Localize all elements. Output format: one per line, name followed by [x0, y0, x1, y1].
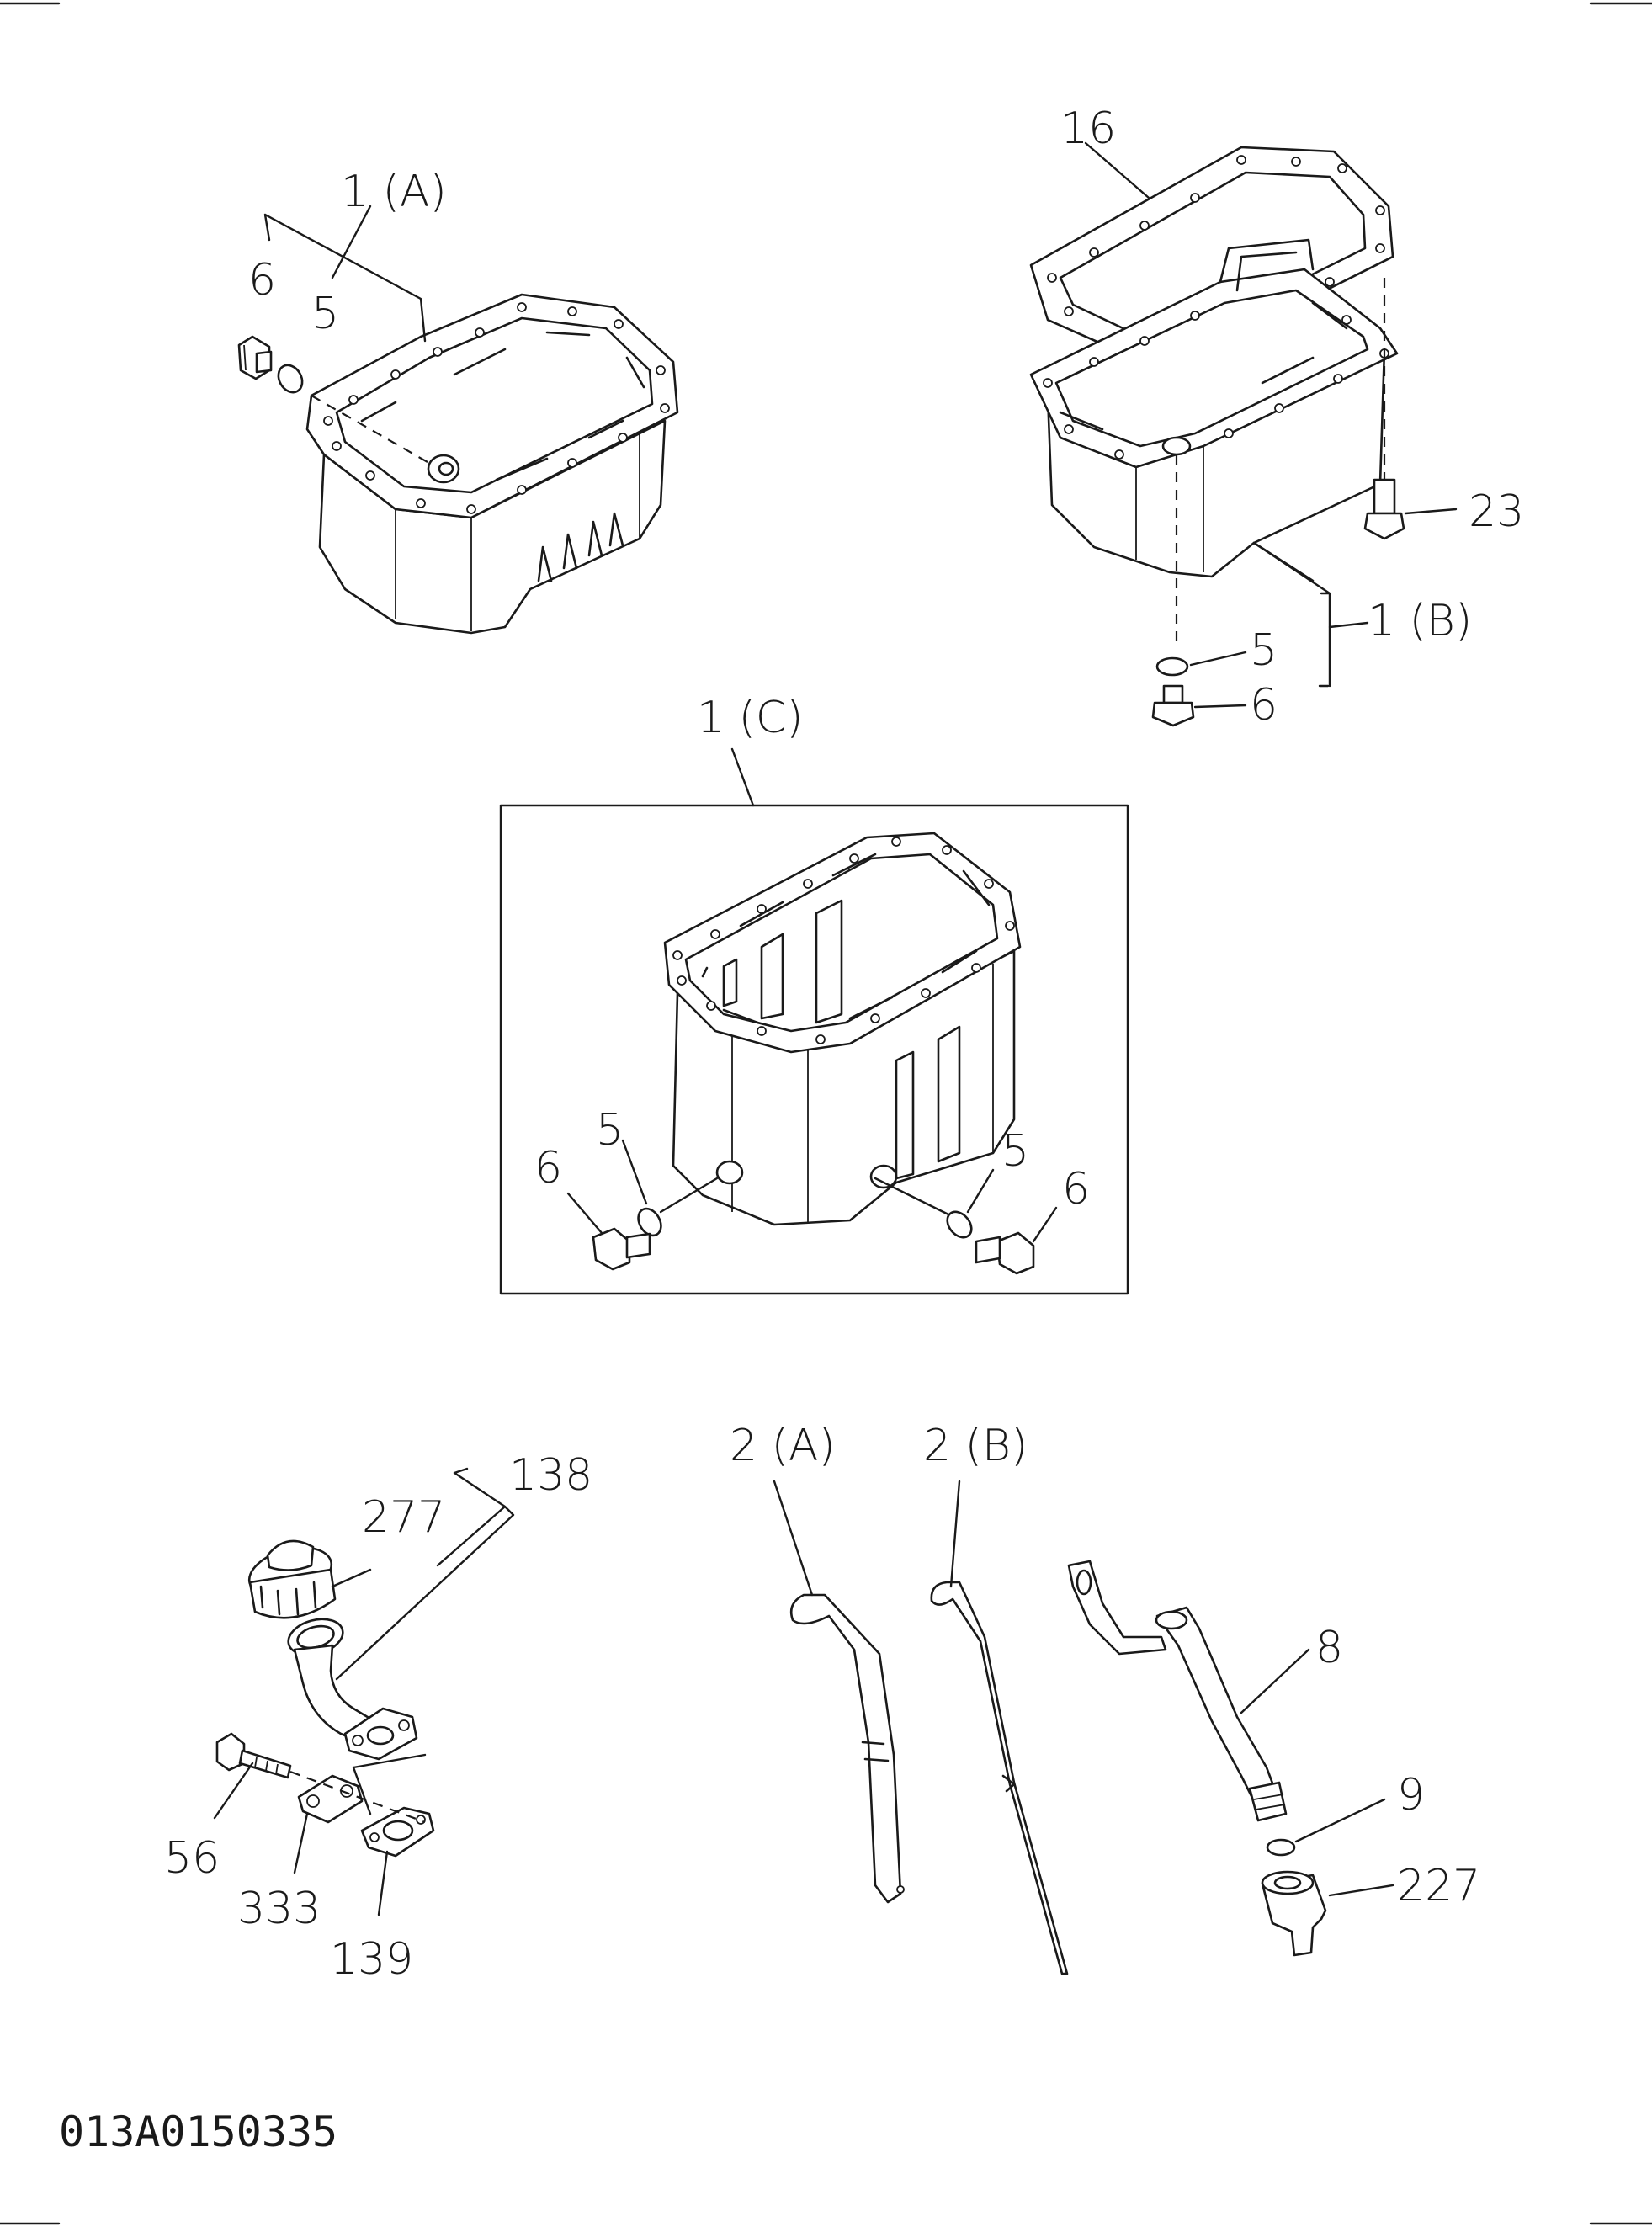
label-guide-tube-8: 8: [1315, 1623, 1343, 1673]
label-bolt-23: 23: [1469, 486, 1524, 537]
dipstick-a-drawing: [773, 1480, 905, 1904]
label-plug-6-b: 6: [1250, 680, 1278, 731]
bolt-56: [215, 1732, 292, 1779]
oring-5-a: [277, 364, 304, 394]
label-filler-138: 138: [509, 1450, 592, 1501]
oil-pan-c-frame: [499, 804, 1129, 1295]
gasket-16-drawing: [1029, 141, 1394, 357]
bolt-23: [1363, 478, 1405, 540]
dipstick-b-drawing: [930, 1480, 1069, 1975]
drain-plug-6-c-right: [975, 1231, 1035, 1275]
label-oil-pan-a: 1 (A): [341, 167, 447, 217]
label-adapter-227: 227: [1397, 1861, 1480, 1911]
filler-cap-277: [247, 1539, 337, 1619]
label-oring-5-c-right: 5: [1001, 1126, 1029, 1177]
adapter-227: [1261, 1870, 1327, 1957]
oring-9: [1266, 1838, 1296, 1857]
label-plug-6-a: 6: [248, 255, 276, 306]
label-oring-5-c-left: 5: [596, 1105, 624, 1156]
label-plug-6-c-right: 6: [1062, 1164, 1090, 1214]
label-oring-5-b: 5: [1250, 625, 1278, 676]
label-plug-6-c-left: 6: [534, 1143, 562, 1193]
drain-plug-6-c-left: [592, 1227, 651, 1271]
label-oil-pan-b: 1 (B): [1368, 596, 1472, 646]
oring-5-c-left: [637, 1207, 662, 1237]
oil-pan-a-drawing: [237, 205, 679, 635]
drain-plug-6-b: [1151, 684, 1195, 727]
label-dipstick-b: 2 (B): [923, 1421, 1028, 1471]
label-bolt-56: 56: [164, 1833, 220, 1884]
drain-plug-6-a: [237, 335, 273, 380]
label-dipstick-a: 2 (A): [730, 1421, 836, 1471]
label-plate-333: 333: [237, 1884, 321, 1934]
oil-filler-drawing: [213, 1467, 515, 1916]
label-gasket-16: 16: [1060, 104, 1116, 154]
oring-5-b: [1155, 656, 1189, 677]
gasket-139: [360, 1806, 435, 1858]
plate-333: [297, 1774, 364, 1824]
diagram-code: 013A0150335: [59, 2107, 337, 2156]
label-gasket-139: 139: [330, 1934, 413, 1985]
oring-5-c-right: [946, 1210, 973, 1239]
label-cap-277: 277: [362, 1492, 445, 1543]
label-oring-5-a: 5: [311, 289, 339, 339]
oil-pan-c-drawing: [499, 747, 1129, 1295]
label-oil-pan-c: 1 (C): [697, 693, 804, 743]
label-oring-9: 9: [1397, 1770, 1425, 1820]
guide-tube-8-drawing: [1067, 1560, 1310, 1822]
oil-pan-b-drawing: [1029, 238, 1458, 727]
